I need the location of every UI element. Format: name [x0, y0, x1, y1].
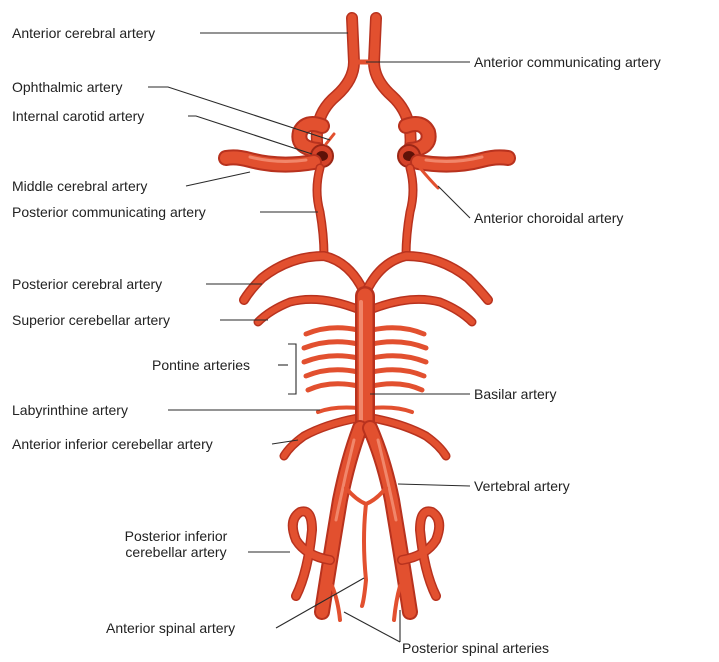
label-anterior-spinal-artery: Anterior spinal artery	[106, 620, 235, 636]
label-anterior-communicating-artery: Anterior communicating artery	[474, 54, 661, 70]
label-anterior-cerebral-artery: Anterior cerebral artery	[12, 25, 155, 41]
label-anterior-choroidal-artery: Anterior choroidal artery	[474, 210, 623, 226]
label-anterior-inferior-cerebellar-artery: Anterior inferior cerebellar artery	[12, 436, 213, 452]
label-vertebral-artery: Vertebral artery	[474, 478, 570, 494]
anterior-cerebral-artery-shape	[317, 18, 411, 150]
posterior-communicating-artery-shape	[317, 168, 413, 256]
label-ophthalmic-artery: Ophthalmic artery	[12, 79, 122, 95]
label-posterior-spinal-arteries: Posterior spinal arteries	[402, 640, 549, 656]
basilar-artery-shape	[361, 296, 365, 428]
label-posterior-inferior-cerebellar-artery: Posterior inferior cerebellar artery	[106, 528, 246, 560]
label-labyrinthine-artery: Labyrinthine artery	[12, 402, 128, 418]
label-middle-cerebral-artery: Middle cerebral artery	[12, 178, 147, 194]
label-pontine-arteries: Pontine arteries	[152, 357, 250, 373]
label-internal-carotid-artery: Internal carotid artery	[12, 108, 144, 124]
anterior-spinal-artery-shape	[346, 488, 386, 606]
label-posterior-cerebral-artery: Posterior cerebral artery	[12, 276, 162, 292]
label-basilar-artery: Basilar artery	[474, 386, 556, 402]
label-superior-cerebellar-artery: Superior cerebellar artery	[12, 312, 170, 328]
middle-cerebral-artery-shape	[226, 157, 508, 165]
label-posterior-communicating-artery: Posterior communicating artery	[12, 204, 206, 220]
arteries	[226, 18, 508, 620]
